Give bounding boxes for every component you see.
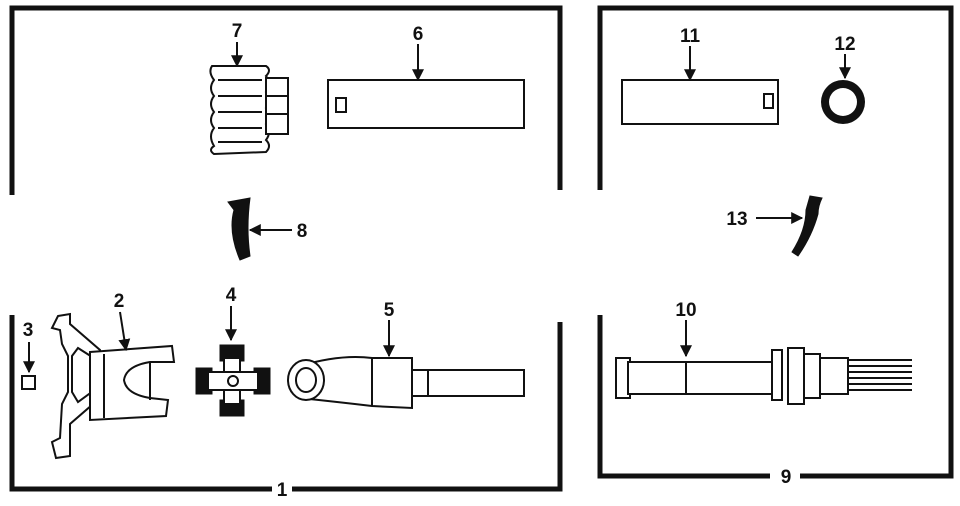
callout-13: 13 — [726, 209, 747, 230]
rotation-arrow-13 — [791, 195, 823, 257]
callout-11: 11 — [680, 26, 701, 47]
label-plate-11 — [621, 79, 779, 125]
callout-5: 5 — [384, 300, 395, 321]
callout-4: 4 — [226, 285, 237, 306]
callout-6: 6 — [413, 24, 424, 45]
callout-1: 1 — [277, 480, 288, 501]
bellows-boot — [209, 65, 289, 156]
callout-9: 9 — [781, 467, 792, 488]
yoke — [50, 312, 176, 460]
left-assembly-frame — [9, 5, 563, 492]
callout-7: 7 — [232, 21, 243, 42]
callout-8: 8 — [297, 221, 308, 242]
rotation-arrow-8 — [227, 197, 251, 261]
ring-seal — [821, 80, 865, 124]
small-square-part — [21, 375, 36, 390]
splined-shaft — [615, 347, 912, 405]
right-assembly-frame — [597, 5, 954, 479]
callout-3: 3 — [23, 320, 34, 341]
callout-12: 12 — [834, 34, 855, 55]
callout-2: 2 — [114, 291, 125, 312]
leader-lines — [23, 42, 851, 374]
label-plate-6 — [327, 79, 525, 129]
universal-joint-cross — [195, 344, 271, 417]
yoke-shaft — [287, 356, 525, 410]
callout-10: 10 — [675, 300, 696, 321]
